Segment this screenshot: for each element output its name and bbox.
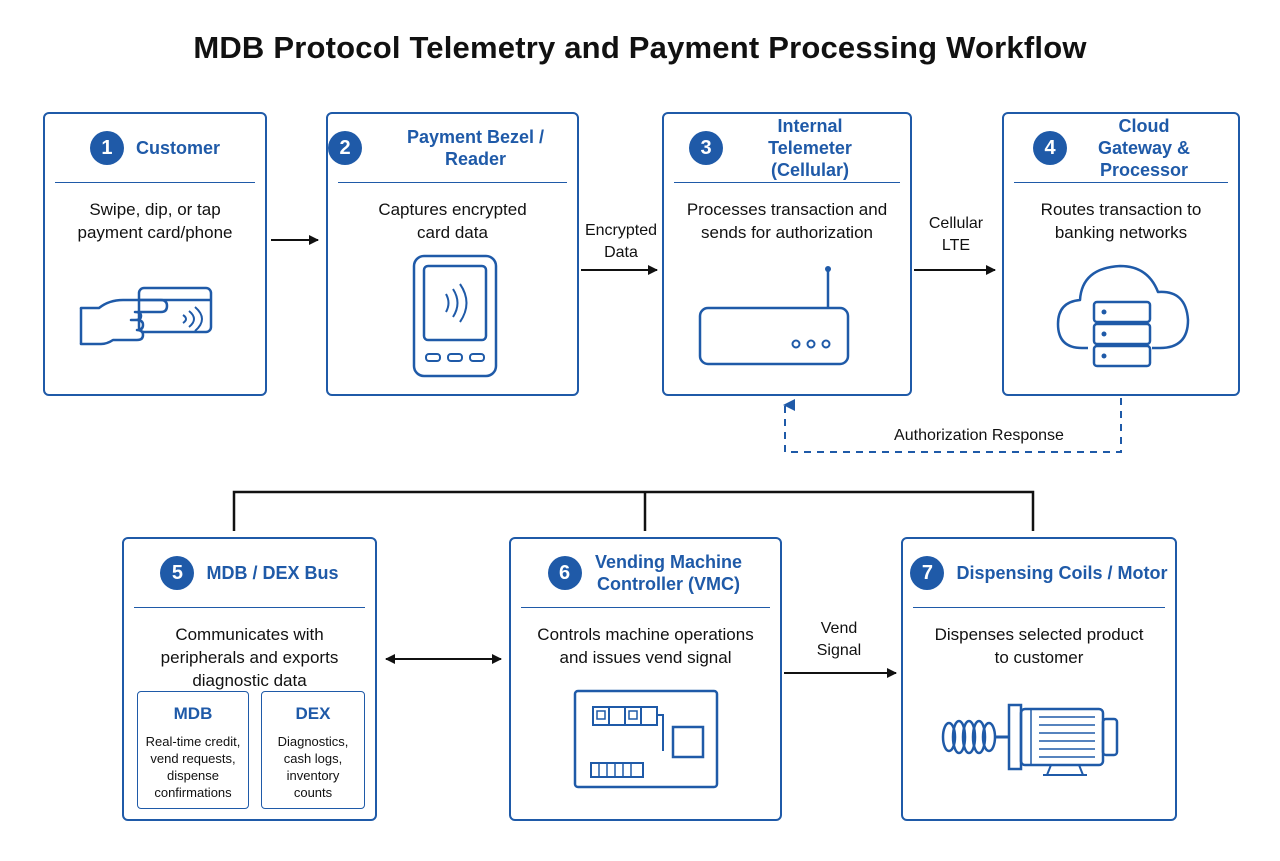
card-header: 3 Internal Telemeter (Cellular): [664, 114, 910, 182]
authorization-response-path: [783, 398, 1122, 453]
step-cloud-gateway-card: 4 Cloud Gateway & Processor Routes trans…: [1002, 112, 1240, 396]
mdb-subpanel-title: MDB: [173, 704, 213, 723]
step-telemeter-card: 3 Internal Telemeter (Cellular) Processe…: [662, 112, 912, 396]
authorization-response-label: Authorization Response: [894, 427, 1064, 444]
card-title: Customer: [135, 138, 220, 158]
card-description: Controls machine operations and issues v…: [537, 625, 754, 667]
card-header: 7 Dispensing Coils / Motor: [903, 539, 1175, 607]
mdb-subpanel: MDB Real-time credit, vend requests, dis…: [137, 691, 249, 809]
card-title: Dispensing Coils / Motor: [956, 563, 1168, 583]
card-title: Cloud Gateway & Processor: [1097, 116, 1191, 180]
cellular-lte-label: Cellular LTE: [928, 215, 984, 254]
card-header: 5 MDB / DEX Bus: [124, 539, 375, 607]
card-header: 6 Vending Machine Controller (VMC): [511, 539, 780, 607]
step-number-badge: 3: [689, 131, 723, 165]
card-divider: [1014, 182, 1228, 183]
card-divider: [338, 182, 567, 183]
card-description: Swipe, dip, or tap payment card/phone: [77, 200, 233, 242]
card-title: Internal Telemeter (Cellular): [768, 116, 852, 180]
card-divider: [913, 607, 1165, 608]
dex-subpanel-title: DEX: [295, 704, 331, 723]
step-mdb-dex-bus-card: 5 MDB / DEX Bus Communicates with periph…: [122, 537, 377, 821]
card-divider: [55, 182, 255, 183]
step-number-badge: 1: [89, 131, 124, 165]
card-title: MDB / DEX Bus: [206, 563, 339, 583]
card-description: Routes transaction to banking networks: [1040, 200, 1202, 242]
card-header: 1 Customer: [45, 114, 265, 182]
card-description: Processes transaction and sends for auth…: [686, 200, 888, 242]
step-customer-card: 1 Customer Swipe, dip, or tap payment ca…: [43, 112, 267, 396]
card-description: Captures encrypted card data: [378, 200, 527, 242]
vend-signal-label: Vend Signal: [816, 620, 862, 659]
mdb-subpanel-text: Real-time credit, vend requests, dispens…: [145, 734, 241, 800]
encrypted-data-label: Encrypted Data: [584, 222, 658, 261]
card-header: 2 Payment Bezel / Reader: [328, 114, 577, 182]
dex-subpanel-text: Diagnostics, cash logs, inventory counts: [277, 734, 349, 800]
bus-connector-bracket: [232, 490, 1035, 531]
card-header: 4 Cloud Gateway & Processor: [1004, 114, 1238, 182]
step-vmc-card: 6 Vending Machine Controller (VMC) Contr…: [509, 537, 782, 821]
card-description: Dispenses selected product to customer: [934, 625, 1144, 667]
circuit-board-icon: [573, 689, 719, 789]
step-number-badge: 7: [910, 556, 945, 590]
card-title: Vending Machine Controller (VMC): [594, 552, 743, 594]
step-number-badge: 5: [160, 556, 195, 590]
motor-coil-icon: [941, 703, 1119, 776]
diagram-title: MDB Protocol Telemetry and Payment Proce…: [193, 30, 1087, 65]
card-divider: [521, 607, 770, 608]
card-divider: [674, 182, 900, 183]
card-description: Communicates with peripherals and export…: [160, 625, 339, 690]
card-title: Payment Bezel / Reader: [406, 127, 545, 169]
step-payment-reader-card: 2 Payment Bezel / Reader Captures encryp…: [326, 112, 579, 396]
router-icon: [698, 266, 850, 366]
cloud-server-icon: [1056, 264, 1190, 368]
step-number-badge: 6: [547, 556, 582, 590]
step-number-badge: 4: [1033, 131, 1067, 165]
hand-card-icon: [79, 286, 213, 346]
step-dispensing-motor-card: 7 Dispensing Coils / Motor Dispenses sel…: [901, 537, 1177, 821]
card-divider: [134, 607, 365, 608]
step-number-badge: 2: [328, 131, 362, 165]
card-reader-icon: [412, 254, 498, 378]
dex-subpanel: DEX Diagnostics, cash logs, inventory co…: [261, 691, 365, 809]
